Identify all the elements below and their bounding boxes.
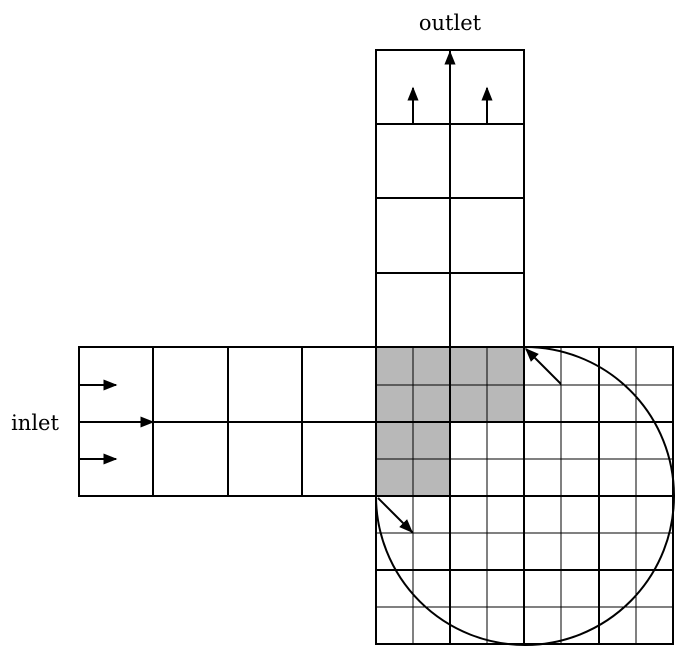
outlet-label: outlet — [419, 11, 482, 35]
boundary-normal-arrows — [377, 348, 562, 533]
circle-boundary — [375, 345, 675, 646]
inlet-label: inlet — [11, 411, 59, 435]
outlet-arrows — [407, 50, 493, 124]
normal-arrow-lower — [377, 497, 413, 533]
coarse-grid — [78, 49, 674, 645]
inlet-arrows — [79, 379, 155, 465]
normal-arrow-upper — [525, 348, 562, 385]
